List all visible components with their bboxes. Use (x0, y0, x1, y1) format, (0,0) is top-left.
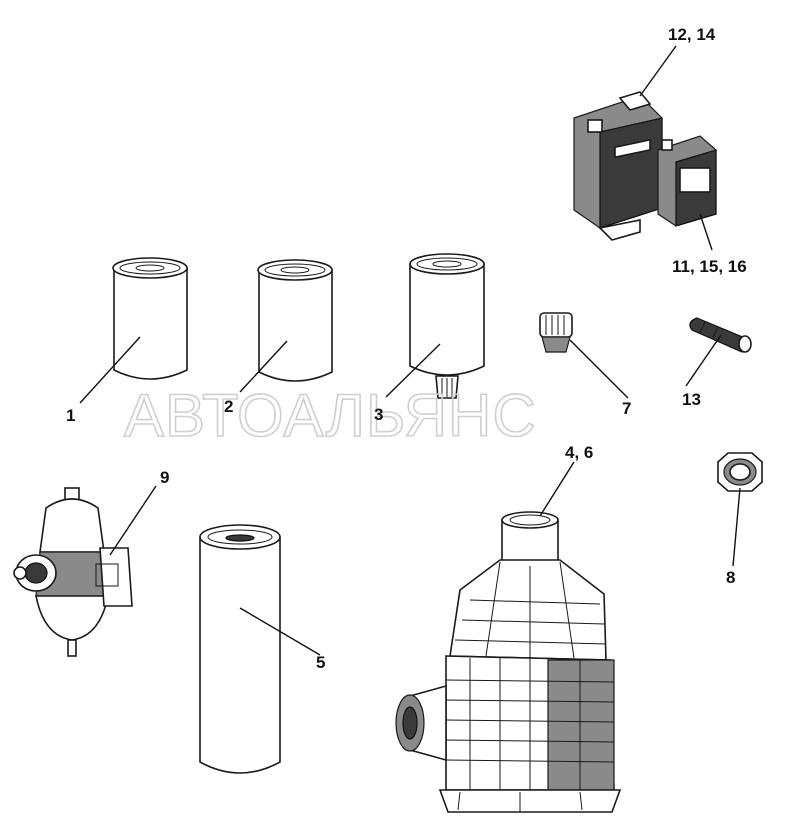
leader-5 (239, 607, 321, 656)
filter-1 (112, 257, 188, 380)
leader-11-15-16 (699, 213, 713, 251)
filter-2 (257, 259, 333, 382)
callout-2: 2 (224, 397, 233, 416)
callout-12-14: 12, 14 (668, 25, 716, 44)
part-7-fitting (539, 312, 573, 353)
callout-11-15-16: 11, 15, 16 (672, 257, 747, 276)
callout-1: 1 (66, 406, 75, 425)
part-8-cap (717, 452, 763, 492)
leader-2 (239, 340, 288, 393)
filter-5 (199, 524, 281, 774)
callout-5: 5 (316, 653, 325, 672)
leader-8 (732, 487, 741, 567)
leader-12-14 (639, 45, 677, 97)
watermark-text: АВТОАЛЬЯНС (124, 382, 537, 449)
leader-4-6 (539, 461, 575, 517)
leader-13 (685, 334, 722, 387)
callout-8: 8 (726, 568, 735, 587)
leader-7 (569, 339, 629, 399)
part-9-fuel-filter (13, 487, 133, 657)
leader-3 (385, 343, 441, 398)
part-4-6-air-filter (395, 511, 622, 813)
leader-9 (109, 485, 157, 556)
part-13-pin (689, 317, 752, 353)
oil-canisters (573, 91, 717, 241)
callout-4-6: 4, 6 (565, 443, 593, 462)
leader-lines (79, 45, 741, 656)
callout-3: 3 (374, 405, 383, 424)
callout-9: 9 (160, 468, 169, 487)
callout-7: 7 (622, 399, 631, 418)
leader-1 (79, 336, 141, 404)
callout-13: 13 (682, 390, 701, 409)
filter-3 (409, 253, 485, 399)
